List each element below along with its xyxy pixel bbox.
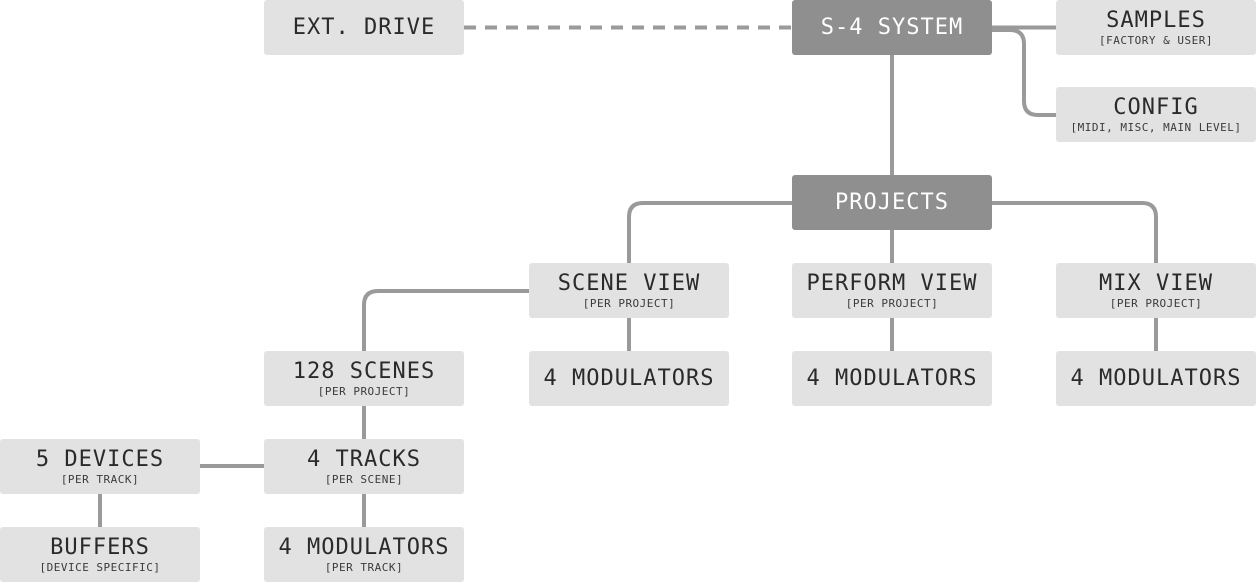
- scene-view-modulators-title: 4 MODULATORS: [543, 365, 715, 391]
- mix-view-subtitle: [PER PROJECT]: [1109, 296, 1203, 310]
- buffers-node: BUFFERS [DEVICE SPECIFIC]: [0, 527, 200, 582]
- buffers-subtitle: [DEVICE SPECIFIC]: [39, 560, 161, 574]
- perform-view-subtitle: [PER PROJECT]: [845, 296, 939, 310]
- samples-node: SAMPLES [FACTORY & USER]: [1056, 0, 1256, 55]
- scene-view-modulators-node: 4 MODULATORS: [529, 351, 729, 406]
- samples-subtitle: [FACTORY & USER]: [1099, 33, 1213, 47]
- perform-view-modulators-node: 4 MODULATORS: [792, 351, 992, 406]
- perform-view-modulators-title: 4 MODULATORS: [806, 365, 978, 391]
- scenes-subtitle: [PER PROJECT]: [317, 384, 411, 398]
- tracks-title: 4 TRACKS: [307, 446, 421, 472]
- projects-title: PROJECTS: [835, 189, 949, 215]
- config-title: CONFIG: [1113, 94, 1199, 120]
- mix-view-modulators-node: 4 MODULATORS: [1056, 351, 1256, 406]
- scene-view-subtitle: [PER PROJECT]: [582, 296, 676, 310]
- scenes-node: 128 SCENES [PER PROJECT]: [264, 351, 464, 406]
- connector-scene-view-to-scenes: [362, 289, 529, 351]
- tracks-node: 4 TRACKS [PER SCENE]: [264, 439, 464, 494]
- projects-node: PROJECTS: [792, 175, 992, 230]
- perform-view-node: PERFORM VIEW [PER PROJECT]: [792, 263, 992, 318]
- connector-s4-system-to-config: [992, 28, 1056, 117]
- track-modulators-title: 4 MODULATORS: [278, 534, 450, 560]
- ext-drive-node: EXT. DRIVE: [264, 0, 464, 55]
- connector-projects-to-mix-view: [992, 201, 1158, 263]
- s4-system-title: S-4 SYSTEM: [820, 14, 964, 40]
- perform-view-title: PERFORM VIEW: [806, 270, 978, 296]
- mix-view-node: MIX VIEW [PER PROJECT]: [1056, 263, 1256, 318]
- tracks-subtitle: [PER SCENE]: [324, 472, 404, 486]
- scene-view-node: SCENE VIEW [PER PROJECT]: [529, 263, 729, 318]
- track-modulators-subtitle: [PER TRACK]: [324, 560, 404, 574]
- config-node: CONFIG [MIDI, MISC, MAIN LEVEL]: [1056, 87, 1256, 142]
- devices-node: 5 DEVICES [PER TRACK]: [0, 439, 200, 494]
- ext-drive-title: EXT. DRIVE: [292, 14, 436, 40]
- scenes-title: 128 SCENES: [292, 358, 436, 384]
- connector-projects-to-scene-view: [627, 201, 792, 263]
- config-subtitle: [MIDI, MISC, MAIN LEVEL]: [1070, 120, 1242, 134]
- mix-view-modulators-title: 4 MODULATORS: [1070, 365, 1242, 391]
- devices-subtitle: [PER TRACK]: [60, 472, 140, 486]
- mix-view-title: MIX VIEW: [1099, 270, 1213, 296]
- track-modulators-node: 4 MODULATORS [PER TRACK]: [264, 527, 464, 582]
- s4-system-node: S-4 SYSTEM: [792, 0, 992, 55]
- devices-title: 5 DEVICES: [35, 446, 165, 472]
- samples-title: SAMPLES: [1106, 7, 1206, 33]
- scene-view-title: SCENE VIEW: [557, 270, 701, 296]
- buffers-title: BUFFERS: [50, 534, 150, 560]
